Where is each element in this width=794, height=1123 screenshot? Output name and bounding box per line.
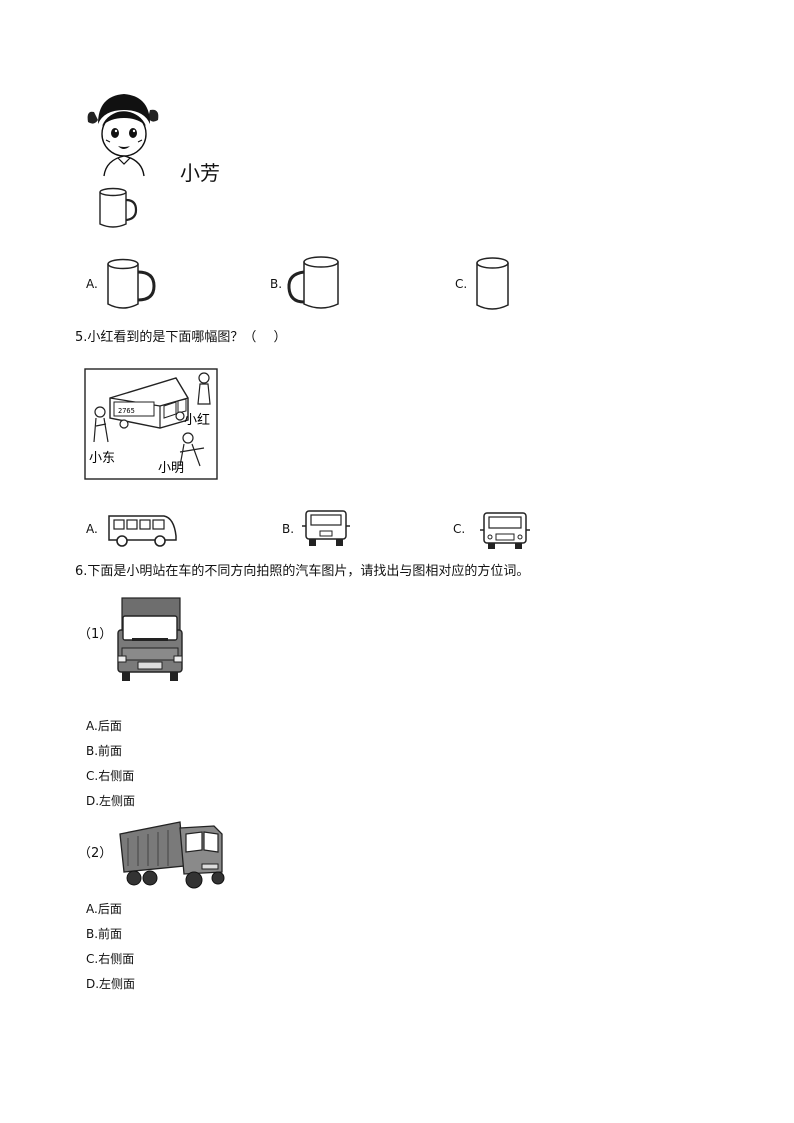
q4-option-a-cup[interactable] (104, 256, 158, 312)
q4-option-c-letter[interactable]: C. (455, 277, 468, 291)
q6-part2-label: （2） (78, 846, 113, 861)
q5-option-a-letter[interactable]: A. (86, 522, 98, 536)
q6-part2-choice-d[interactable]: D.左侧面 (86, 977, 136, 991)
q5-option-a-bus-side[interactable] (106, 512, 178, 548)
label-xiaodong: 小东 (89, 451, 115, 466)
q5-option-c-letter[interactable]: C. (453, 522, 466, 536)
q5-question: 5.小红看到的是下面哪幅图？（ ） (75, 330, 287, 345)
q6-part1-choice-a[interactable]: A.后面 (86, 719, 122, 733)
q6-part2-choice-b[interactable]: B.前面 (86, 927, 123, 941)
q6-truck-side-image (118, 820, 226, 892)
q6-part2-choice-a[interactable]: A.后面 (86, 902, 122, 916)
label-xiaohong: 小红 (184, 412, 210, 428)
q6-part1-choice-d[interactable]: D.左侧面 (86, 794, 136, 808)
q4-option-b-cup[interactable] (286, 254, 342, 312)
q6-question: 6.下面是小明站在车的不同方向拍照的汽车图片，请找出与图相对应的方位词。 (75, 564, 530, 579)
label-xiaoming: 小明 (158, 461, 184, 476)
girl-name-label: 小芳 (180, 161, 220, 185)
bus-plate-text: 2765 (118, 407, 135, 415)
q6-truck-front-image (114, 596, 186, 682)
q5-option-b-bus-rear[interactable] (302, 508, 352, 548)
q4-option-a-letter[interactable]: A. (86, 277, 98, 291)
q6-part1-label: （1） (78, 627, 113, 642)
q6-part1-choice-c[interactable]: C.右侧面 (86, 769, 135, 783)
q5-scene-image: 2765 小红 小东 小明 (84, 368, 218, 480)
q6-part1-choice-b[interactable]: B.前面 (86, 744, 123, 758)
reference-cup (96, 186, 140, 230)
q5-option-b-letter[interactable]: B. (282, 522, 295, 536)
q4-option-b-letter[interactable]: B. (270, 277, 283, 291)
q6-part2-choice-c[interactable]: C.右侧面 (86, 952, 135, 966)
girl-illustration (84, 90, 164, 178)
q4-option-c-cup[interactable] (474, 255, 512, 313)
q5-option-c-bus-front[interactable] (480, 510, 532, 550)
